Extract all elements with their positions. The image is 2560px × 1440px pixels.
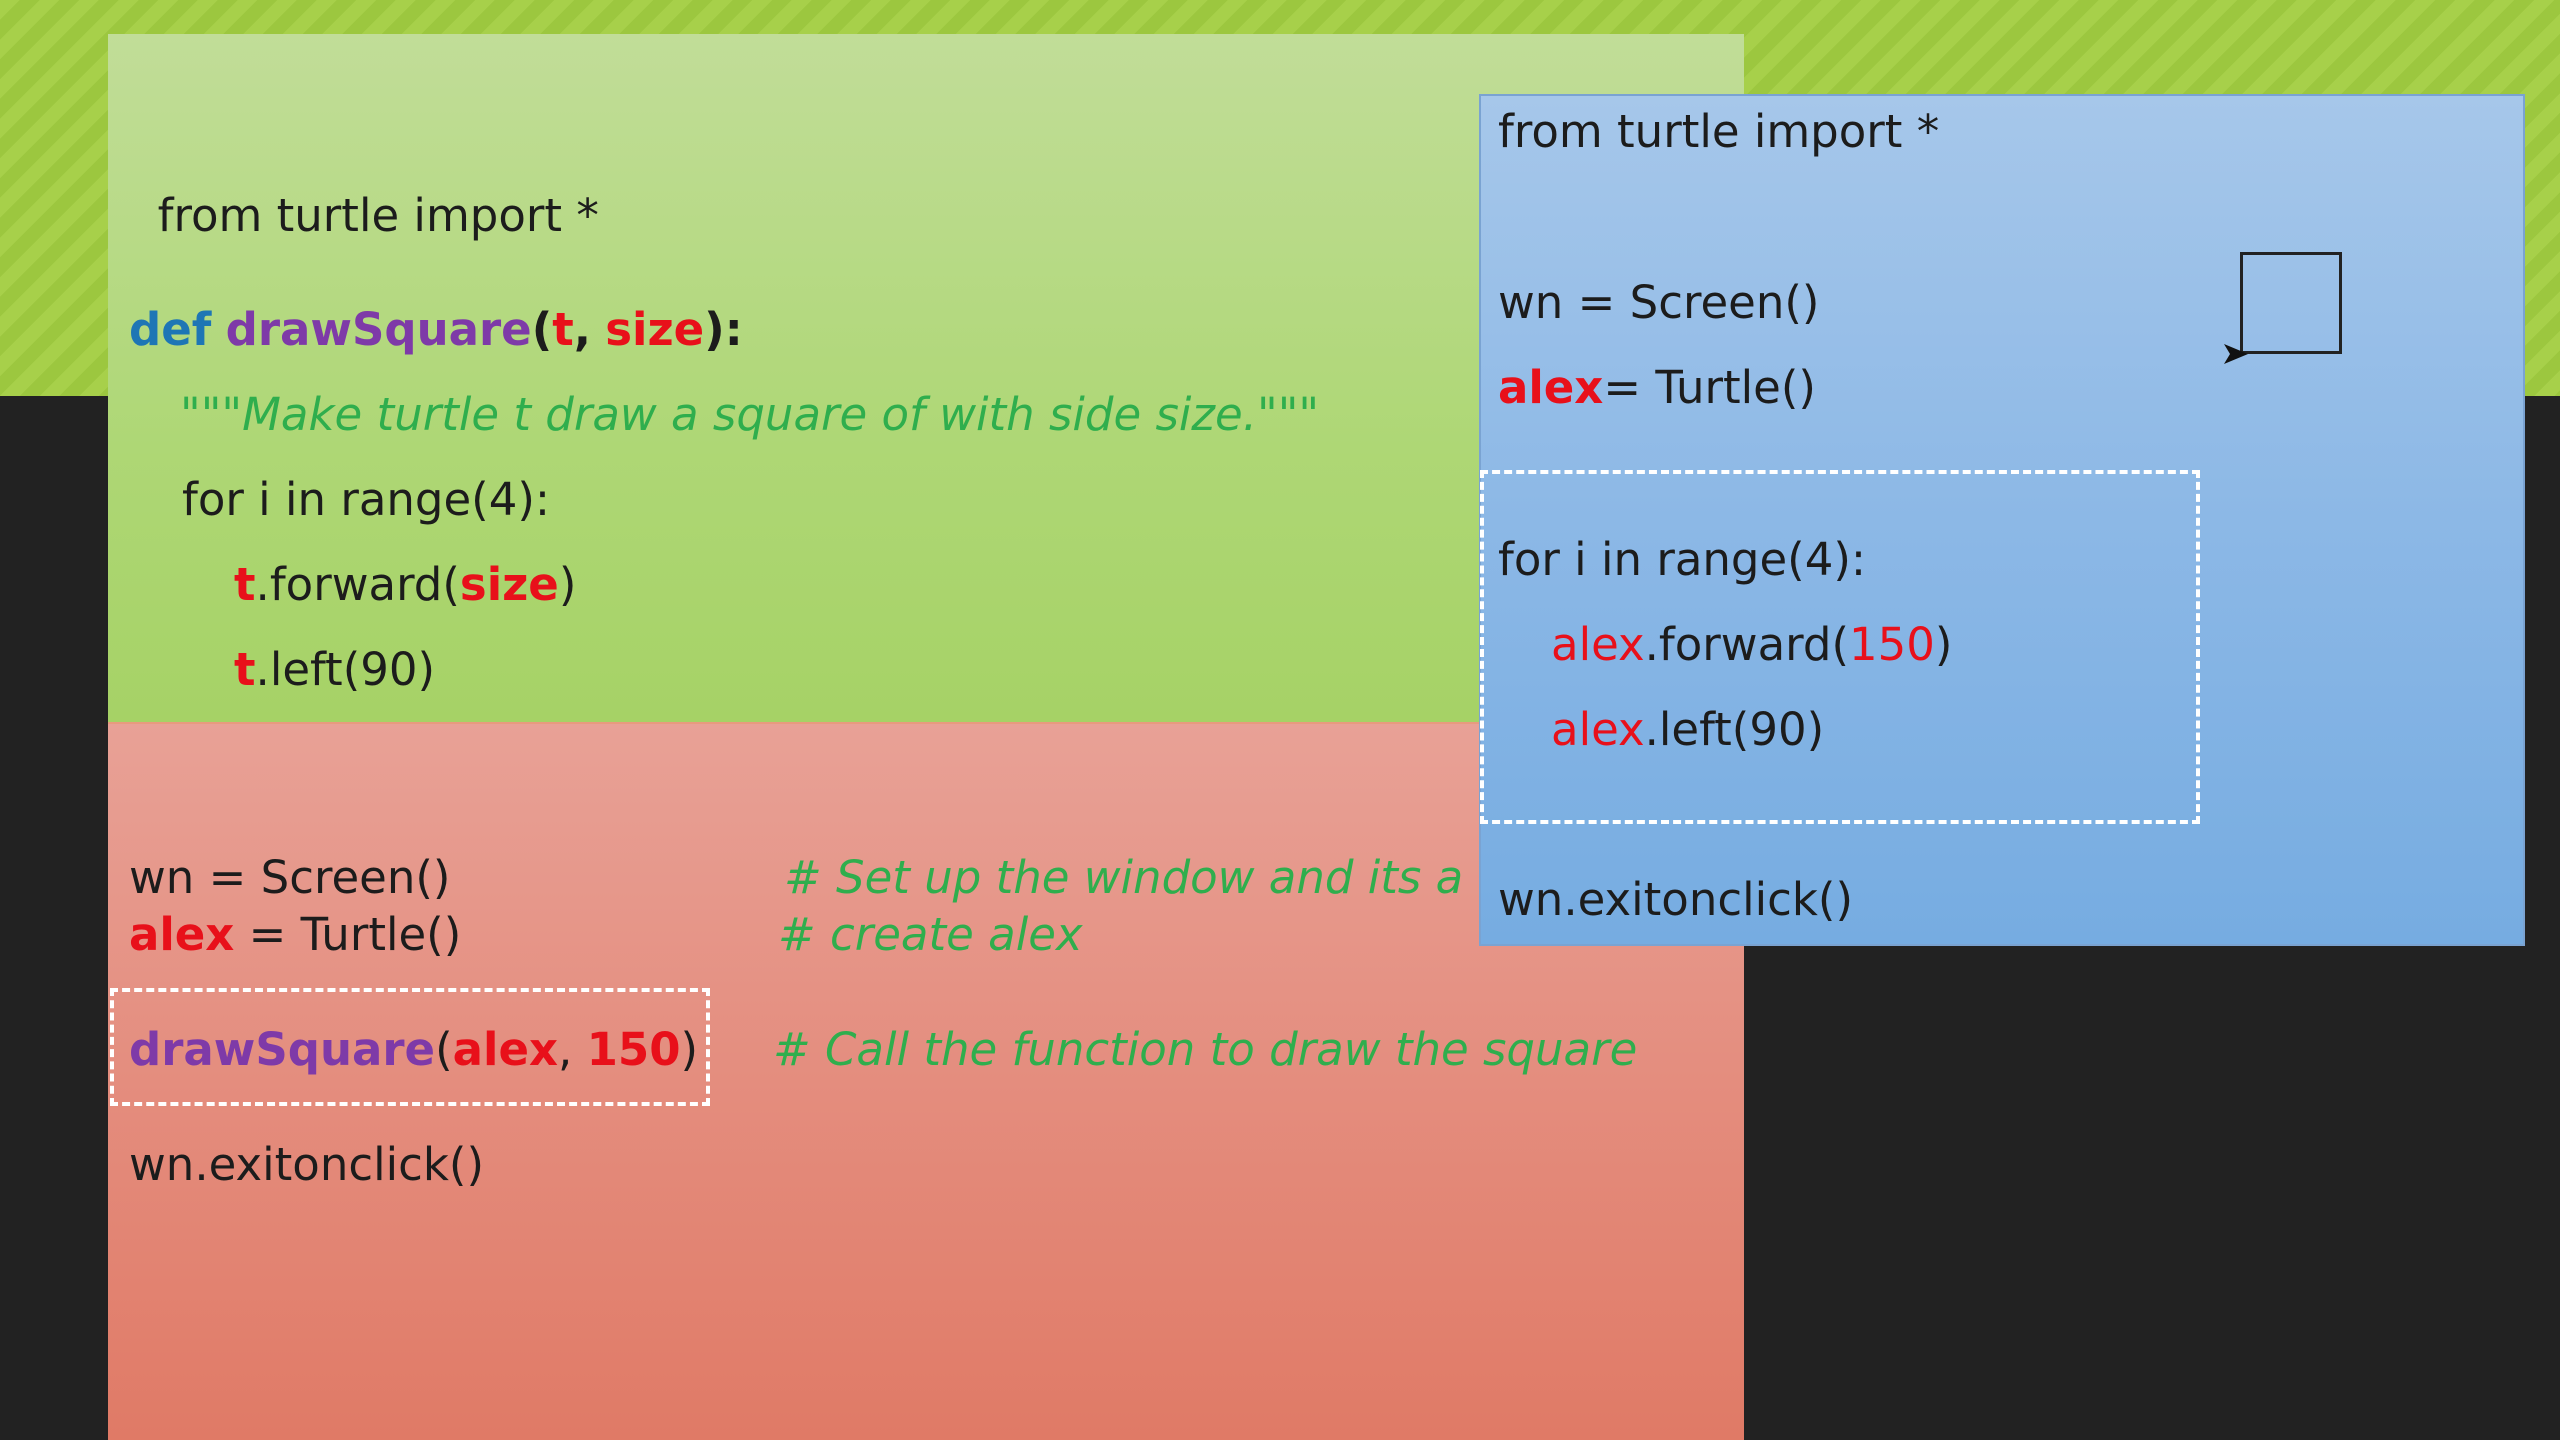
code-line-docstring: """Make turtle t draw a square of with s… [180,387,1319,443]
call-arg-150: 150 [586,1023,681,1076]
turtle-comment: # create alex [778,908,1083,961]
forward-call: .forward( [255,558,460,611]
right-forward-var: alex [1551,618,1645,671]
call-open-paren: ( [435,1023,453,1076]
function-name: drawSquare [225,303,532,356]
call-comment: # Call the function to draw the square [773,1023,1638,1076]
def-open-paren: ( [531,303,553,356]
forward-var: t [234,558,256,611]
right-code-line-forward: alex.forward(150) [1551,617,1952,673]
call-highlight-box [110,988,710,1106]
right-import-text: from turtle import * [1498,105,1940,158]
param-t: t [552,303,574,356]
arrow-cursor-icon [2224,344,2248,364]
forward-close: ) [558,558,577,611]
code-line-call: drawSquare(alex, 150) [129,1022,698,1078]
code-line-for: for i in range(4): [182,472,550,528]
right-forward-arg: 150 [1849,618,1935,671]
call-function-name: drawSquare [129,1023,436,1076]
right-code-line-import: from turtle import * [1498,104,1939,160]
docstring-text: """Make turtle t draw a square of with s… [180,388,1320,441]
turtle-text: = Turtle() [234,908,462,961]
code-line-import: from turtle import * [129,132,599,244]
def-keyword: def [129,303,212,356]
right-turtle-text: = Turtle() [1603,361,1816,414]
right-exit-text: wn.exitonclick() [1498,873,1854,926]
code-line-screen: wn = Screen() [129,850,450,906]
code-line-def: def drawSquare(t, size): [129,302,743,358]
function-definition-panel [108,34,1744,722]
right-code-line-left: alex.left(90) [1551,702,1824,758]
loop-highlight-box [1480,470,2200,824]
forward-arg: size [459,558,559,611]
def-close-paren: ): [704,303,743,356]
right-code-line-exit: wn.exitonclick() [1498,872,1853,928]
code-line-left: t.left(90) [234,642,435,698]
code-comment-call: # Call the function to draw the square [773,1022,1637,1078]
right-left-var: alex [1551,703,1645,756]
inline-code-panel [1479,94,2525,946]
def-comma: , [573,303,591,356]
code-comment-turtle: # create alex [778,907,1083,963]
right-code-line-for: for i in range(4): [1498,532,1866,588]
left-var: t [234,643,256,696]
code-comment-screen: # Set up the window and its a [784,850,1463,906]
for-loop-text: for i in range(4): [182,473,551,526]
param-size: size [605,303,705,356]
screen-text: wn = Screen() [129,851,451,904]
code-line-exit: wn.exitonclick() [129,1137,484,1193]
right-code-line-screen: wn = Screen() [1498,275,1819,331]
code-line-forward: t.forward(size) [234,557,576,613]
right-forward-close: ) [1934,618,1953,671]
right-alex-var: alex [1498,361,1604,414]
call-comma: , [558,1023,587,1076]
code-line-turtle: alex = Turtle() [129,907,461,963]
exit-text: wn.exitonclick() [129,1138,485,1191]
call-arg-alex: alex [452,1023,558,1076]
right-forward-call: .forward( [1644,618,1849,671]
right-screen-text: wn = Screen() [1498,276,1820,329]
right-code-line-turtle: alex= Turtle() [1498,360,1816,416]
square-drawing [2240,252,2342,354]
main-program-panel [108,722,1744,1440]
right-for-text: for i in range(4): [1498,533,1867,586]
call-close-paren: ) [680,1023,699,1076]
import-text: from turtle import * [157,189,599,242]
right-left-call: .left(90) [1644,703,1825,756]
screen-comment: # Set up the window and its a [784,851,1464,904]
left-call: .left(90) [255,643,436,696]
alex-var: alex [129,908,235,961]
